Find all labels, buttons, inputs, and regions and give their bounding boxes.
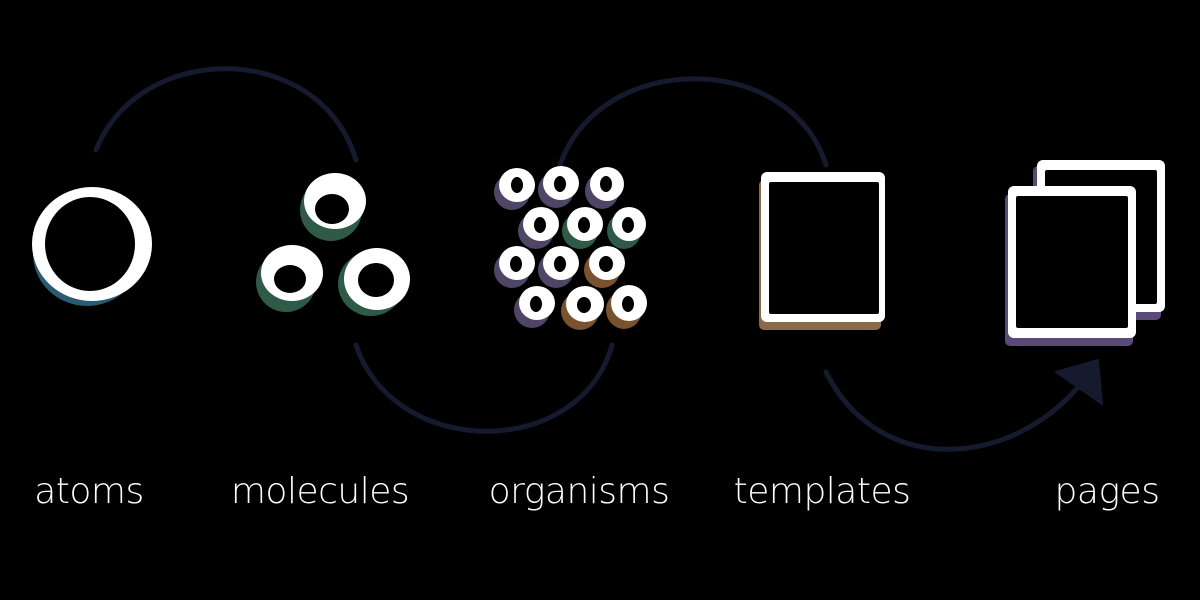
flow-connectors [93,66,1103,452]
pages-icon [1005,160,1165,346]
organisms-icon [494,166,647,330]
organism-cell [514,286,555,328]
label-organisms: organisms [489,471,670,512]
organism-cell [585,167,624,209]
molecules-icon [256,173,410,316]
organism-cell [538,166,579,208]
arrowhead-icon [1055,359,1103,405]
connector-atoms-to-molecules [93,66,359,163]
organism-cell [538,246,579,288]
organism-cell [584,246,625,288]
label-atoms: atoms [34,471,144,512]
organism-cell [494,168,535,210]
organism-cell [561,286,604,330]
stage-labels: atoms molecules organisms templates page… [34,471,1160,512]
organism-cell [494,246,535,288]
templates-icon [759,172,885,330]
organism-cell [518,207,559,249]
connector-organisms-to-templates [557,76,829,168]
label-templates: templates [734,471,911,512]
connector-molecules-to-organisms [353,342,615,434]
organism-cell [562,207,603,249]
connector-templates-to-pages [823,369,1093,452]
organism-cell [606,285,647,329]
atoms-icon [32,187,152,306]
label-molecules: molecules [231,471,409,512]
label-pages: pages [1055,471,1160,512]
organism-cell [607,207,646,249]
